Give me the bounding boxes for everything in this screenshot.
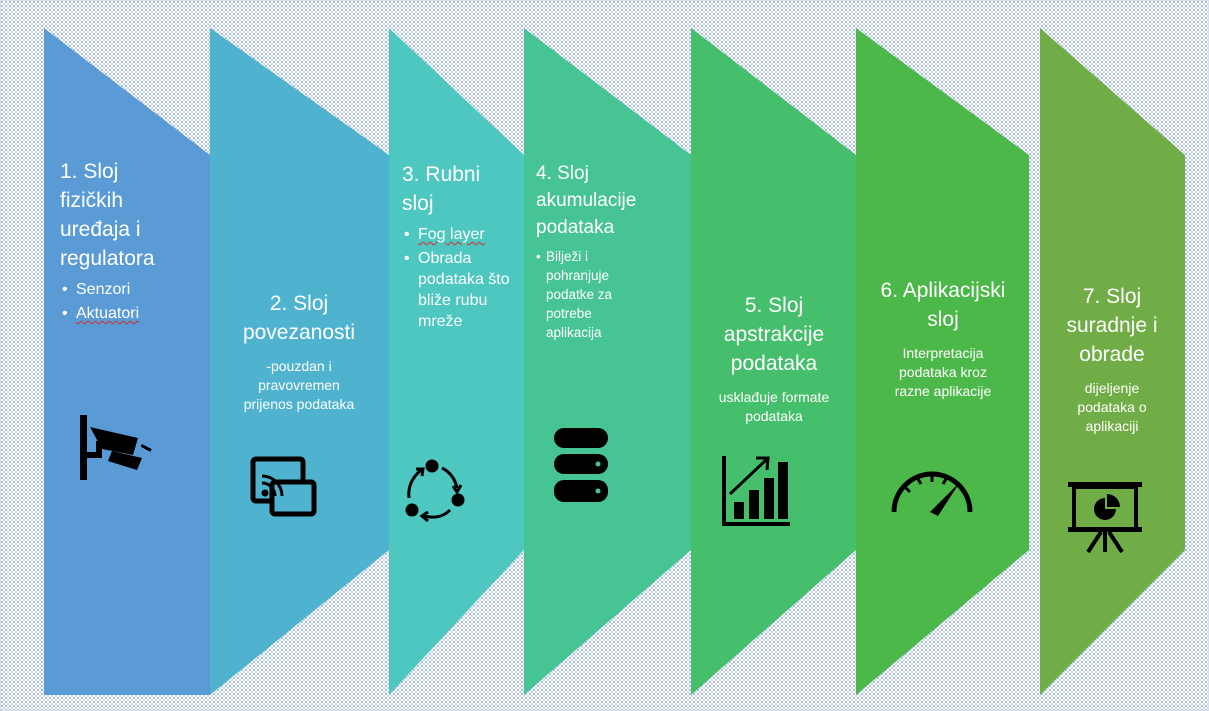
title-line: povezanosti: [242, 321, 356, 344]
desc-line: razne aplikacije: [894, 383, 992, 399]
title-line: obrade: [1079, 343, 1145, 366]
wireless-screen-cast-icon: [250, 456, 317, 517]
bullet-text: Aktuatori: [76, 305, 140, 322]
layer-5-description: usklađuje formate podataka: [695, 388, 853, 426]
title-line: fizičkih: [60, 189, 124, 212]
title-line: uređaja i: [60, 218, 141, 241]
layer-5: 5. Sloj apstrakcije podataka usklađuje f…: [695, 291, 853, 426]
title-line: 3. Rubni: [402, 163, 481, 186]
desc-line: pravovremen: [258, 377, 340, 393]
desc-line: dijeljenje: [1084, 380, 1140, 396]
bar-chart-growth-icon: [722, 456, 790, 526]
security-camera-icon: [80, 415, 152, 480]
database-icon: [554, 428, 608, 502]
layer-2-shape: [210, 28, 389, 695]
layer-1-shape: [44, 28, 210, 695]
layer-2-description: -pouzdan i pravovremen prijenos podataka: [210, 357, 388, 414]
layer-7-description: dijeljenje podataka o aplikaciji: [1042, 379, 1182, 436]
layer-7: 7. Sloj suradnje i obrade dijeljenje pod…: [1042, 282, 1182, 436]
title-line: 2. Sloj: [269, 292, 329, 315]
layer-2-title: 2. Sloj povezanosti: [210, 289, 388, 347]
cycle-nodes-icon: [405, 459, 465, 522]
layer-5-shape: [691, 28, 856, 695]
layer-6: 6. Aplikacijski sloj Interpretacija poda…: [860, 276, 1026, 401]
title-line: 6. Aplikacijski: [880, 279, 1006, 302]
layer-4-bullets: Bilježi i pohranjuje podatke za potrebe …: [536, 247, 648, 342]
layer-3: 3. Rubni sloj Fog layer Obrada podataka …: [402, 160, 522, 332]
speedometer-icon: [891, 471, 973, 516]
desc-line: podataka: [745, 408, 803, 424]
desc-line: podataka kroz: [899, 364, 987, 380]
layer-6-shape: [856, 28, 1029, 695]
title-line: 4. Sloj: [536, 163, 589, 184]
layer-4-shape: [524, 28, 691, 695]
layer-1-title: 1. Sloj fizičkih uređaja i regulatora: [60, 157, 208, 273]
desc-line: usklađuje formate: [718, 389, 830, 405]
layer-6-title: 6. Aplikacijski sloj: [860, 276, 1026, 334]
title-line: sloj: [402, 192, 434, 215]
title-line: 5. Sloj: [744, 294, 804, 317]
presentation-board-icon: [1068, 482, 1142, 554]
desc-line: podataka o: [1077, 399, 1147, 415]
layer-7-title: 7. Sloj suradnje i obrade: [1042, 282, 1182, 369]
title-line: 1. Sloj: [60, 160, 119, 183]
layer-5-title: 5. Sloj apstrakcije podataka: [695, 291, 853, 378]
title-line: regulatora: [60, 247, 155, 270]
title-line: 7. Sloj: [1082, 285, 1142, 308]
desc-line: -pouzdan i: [266, 358, 332, 374]
bullet-item: Senzori: [60, 279, 208, 300]
layer-6-description: Interpretacija podataka kroz razne aplik…: [860, 344, 1026, 401]
title-line: sloj: [927, 308, 959, 331]
bullet-text: Fog layer: [418, 226, 485, 243]
bullet-item: Aktuatori: [60, 303, 208, 324]
title-line: suradnje i: [1066, 314, 1158, 337]
title-line: akumulacije: [536, 190, 637, 211]
desc-line: aplikaciji: [1085, 418, 1139, 434]
layer-3-shape: [389, 28, 524, 695]
layer-1: 1. Sloj fizičkih uređaja i regulatora Se…: [60, 157, 208, 324]
bullet-item: Obrada podataka što bliže rubu mreže: [402, 248, 522, 332]
title-line: podataka: [730, 352, 818, 375]
layer-3-title: 3. Rubni sloj: [402, 160, 522, 218]
title-line: podataka: [536, 217, 615, 238]
layer-1-bullets: Senzori Aktuatori: [60, 279, 208, 324]
bullet-item: Fog layer: [402, 224, 522, 245]
layer-4-title: 4. Sloj akumulacije podataka: [536, 160, 686, 241]
desc-line: Interpretacija: [902, 345, 984, 361]
layer-3-bullets: Fog layer Obrada podataka što bliže rubu…: [402, 224, 522, 332]
bullet-item: Bilježi i pohranjuje podatke za potrebe …: [536, 247, 648, 342]
title-line: apstrakcije: [723, 323, 825, 346]
layer-2: 2. Sloj povezanosti -pouzdan i pravovrem…: [210, 289, 388, 414]
layer-4: 4. Sloj akumulacije podataka Bilježi i p…: [536, 160, 686, 342]
desc-line: prijenos podataka: [243, 396, 355, 412]
